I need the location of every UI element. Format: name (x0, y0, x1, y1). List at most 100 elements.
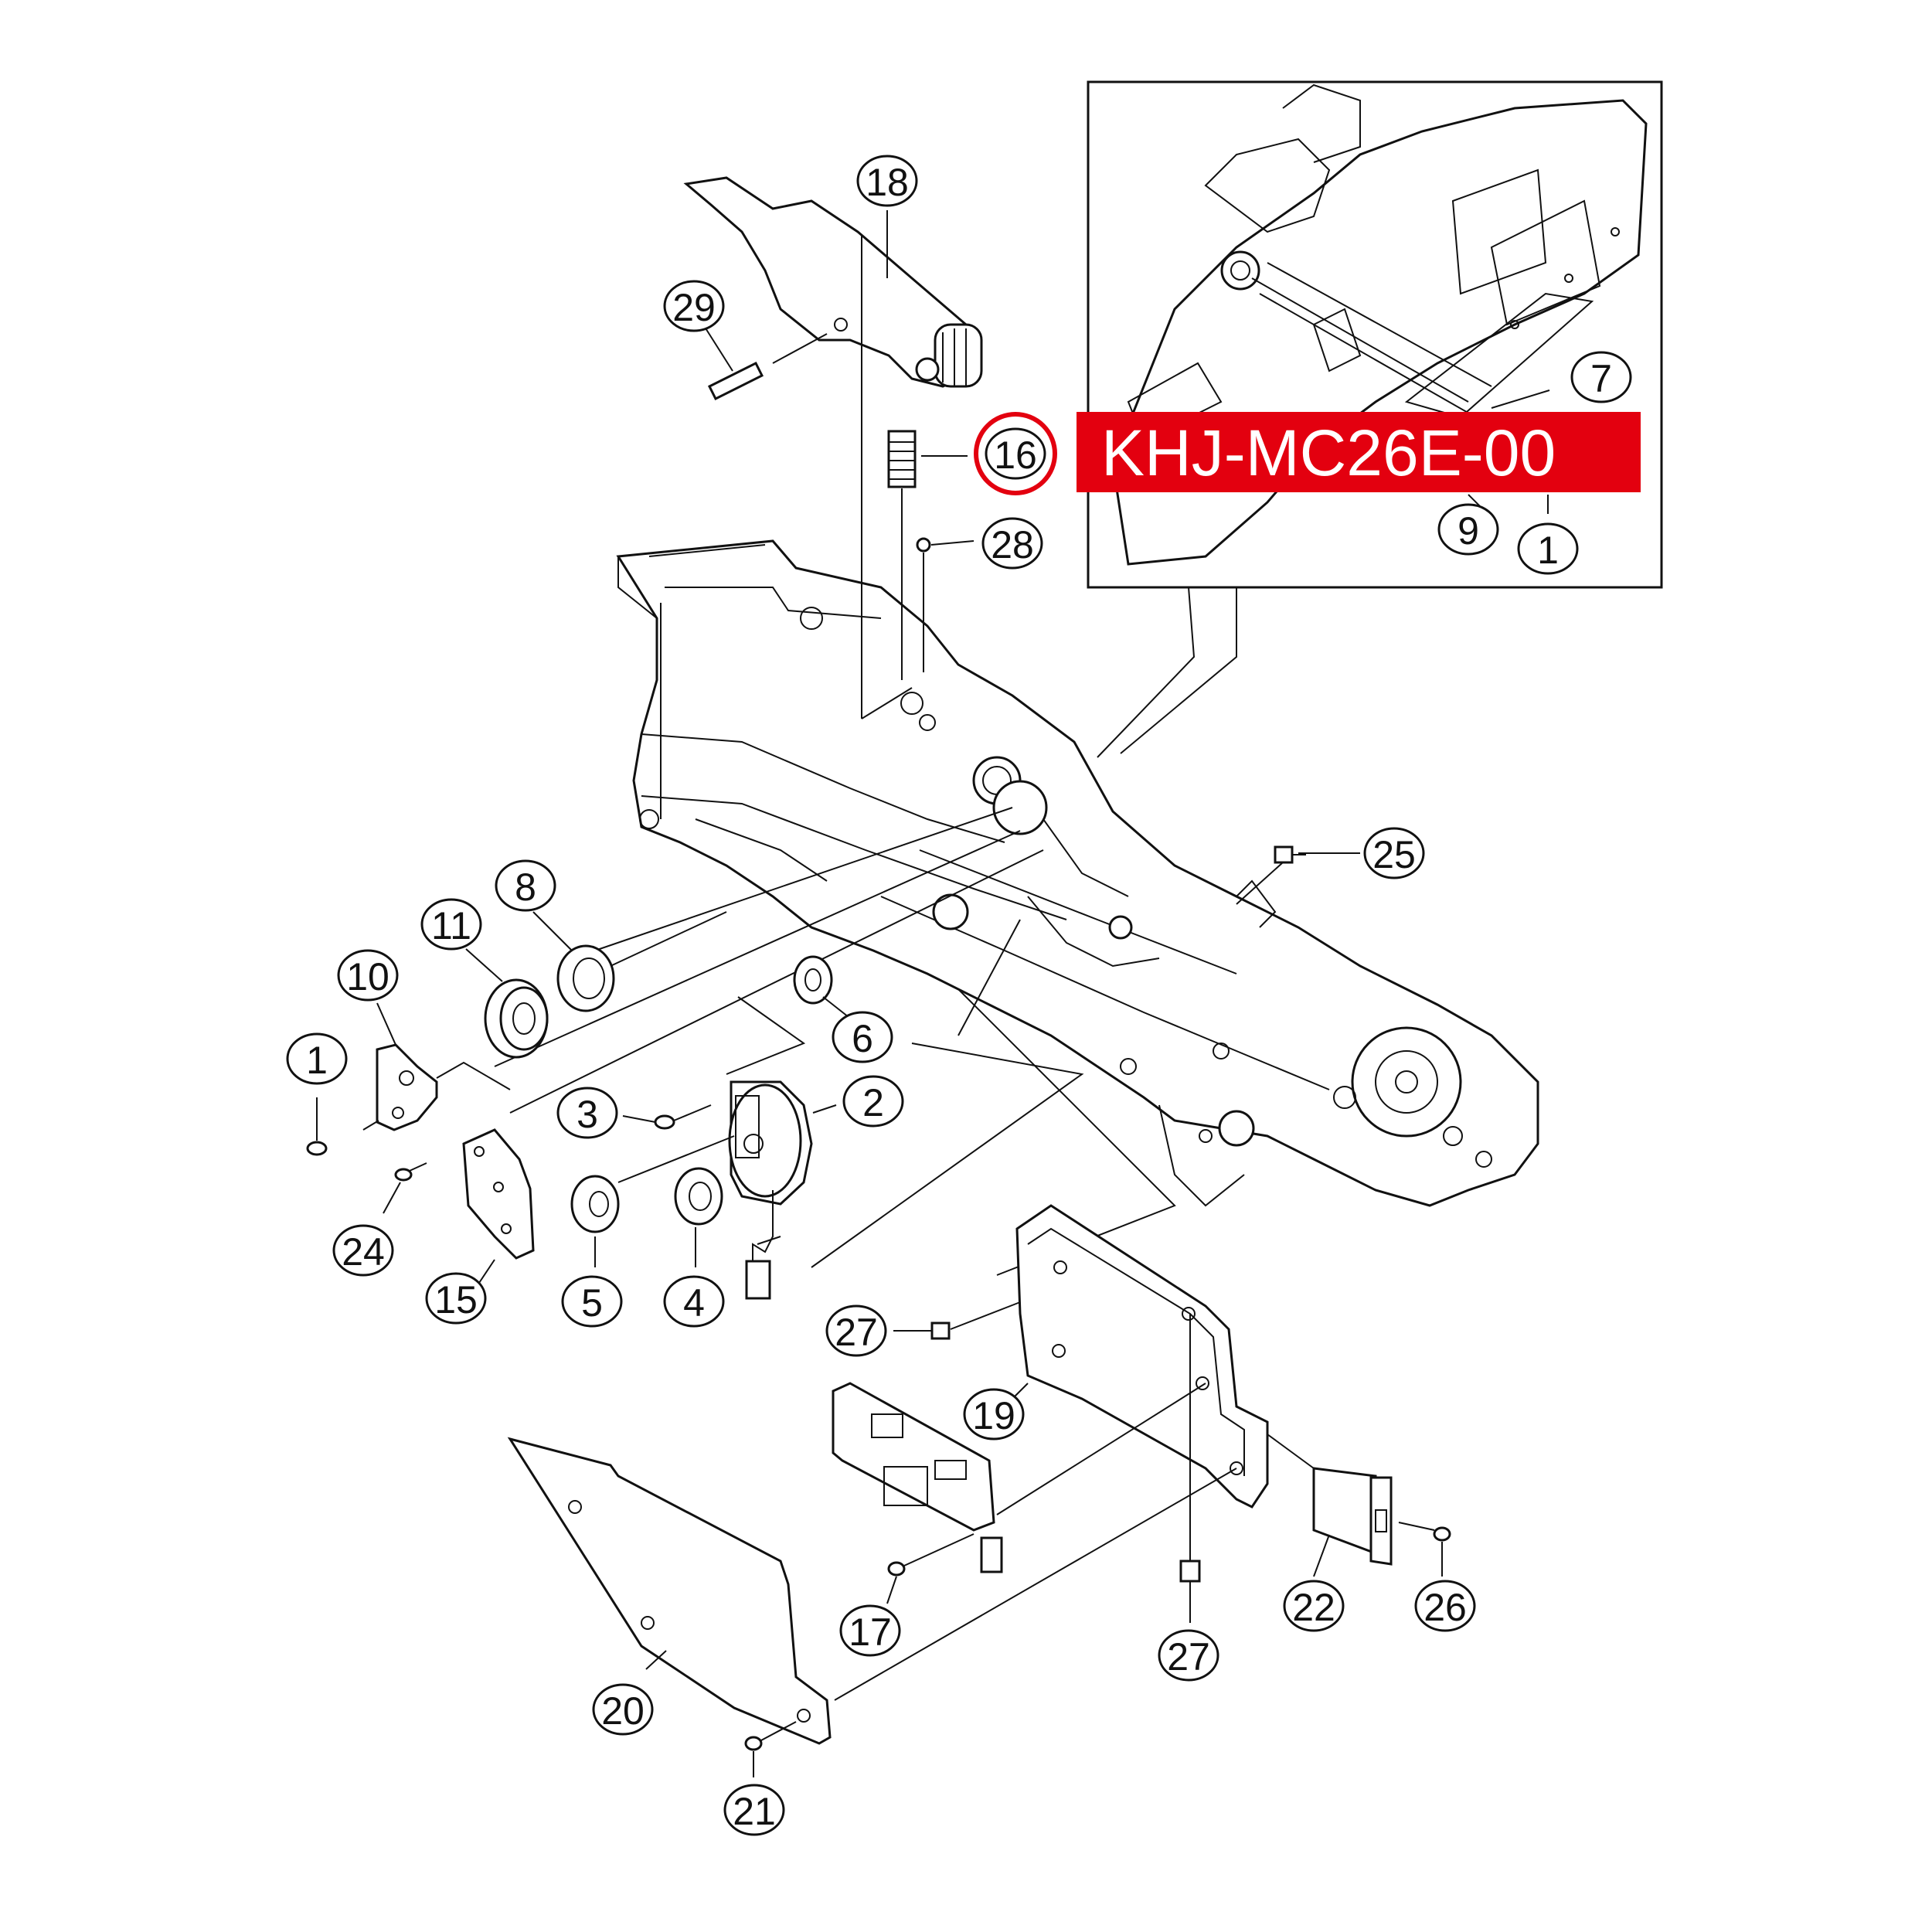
leader-17 (886, 1576, 897, 1604)
part-number-text: KHJ-MC26E-00 (1101, 417, 1556, 489)
callout-bubble (663, 1275, 725, 1328)
callout-bubble (556, 1087, 618, 1139)
callout-label: 27 (835, 1311, 878, 1354)
callout-bubble (963, 1388, 1025, 1440)
callout-bubble (842, 1075, 904, 1128)
part-17-screw (887, 1533, 975, 1577)
callout-bubble (1363, 827, 1425, 879)
leader-20 (645, 1650, 667, 1670)
callout-bubble (337, 949, 399, 1002)
callout-bubble (1517, 522, 1579, 575)
callout-26: 26 (1414, 1580, 1476, 1632)
callout-label: 6 (852, 1017, 873, 1060)
callout-18: 18 (856, 155, 918, 207)
part-6-gear (793, 955, 833, 1005)
motor-connector (745, 1236, 781, 1300)
callout-19: 19 (963, 1388, 1025, 1440)
callout-label: 24 (342, 1230, 385, 1274)
leader-22 (1313, 1534, 1330, 1577)
callout-label: 8 (515, 866, 536, 909)
callout-label: 16 (994, 434, 1037, 477)
leader-10 (376, 1002, 396, 1046)
part-25-screw (1236, 845, 1306, 905)
callout-label: 29 (672, 286, 716, 329)
callout-24: 24 (332, 1224, 394, 1277)
callout-bubble (1437, 503, 1499, 556)
part-27a-screw (930, 1301, 1021, 1340)
callout-label: 21 (733, 1790, 776, 1833)
callout-label: 2 (862, 1081, 884, 1124)
callout-1b: 1 (1517, 522, 1579, 575)
part-16-spring (887, 430, 917, 680)
callout-bubble (839, 1604, 901, 1657)
callout-1a: 1 (286, 1032, 348, 1085)
part-11-gear (484, 978, 549, 1059)
callout-bubble (981, 517, 1043, 570)
part-19-frame (1015, 1204, 1269, 1509)
part-5-gear (570, 1175, 620, 1233)
part-3-screw (622, 1104, 712, 1130)
callout-bubble (332, 1224, 394, 1277)
leader-28 (930, 540, 975, 546)
leader-6 (822, 996, 849, 1018)
part-4-gear (674, 1167, 723, 1226)
callout-9: 9 (1437, 503, 1499, 556)
callout-label: 20 (601, 1689, 645, 1733)
callout-label: 3 (577, 1093, 598, 1136)
part-1a-screw (306, 1097, 328, 1156)
callout-27b: 27 (1158, 1629, 1219, 1682)
part-28-ball (916, 537, 931, 672)
callout-label: 18 (866, 161, 909, 204)
part-27b-screw (1179, 1560, 1201, 1583)
callout-10: 10 (337, 949, 399, 1002)
callout-17: 17 (839, 1604, 901, 1657)
part-18-arm-lever (683, 176, 983, 388)
callout-bubble (663, 280, 725, 332)
callout-label: 22 (1292, 1586, 1335, 1629)
leader-2 (812, 1104, 837, 1114)
callout-5: 5 (561, 1275, 623, 1328)
callout-label: 4 (683, 1281, 705, 1325)
callout-label: 15 (434, 1278, 478, 1321)
callout-label: 25 (1372, 833, 1416, 876)
callout-11: 11 (420, 898, 482, 951)
inset-pointer-left (1097, 587, 1196, 758)
callout-layer: 1123456789101115161718192021222425262727… (286, 155, 1632, 1836)
callout-25: 25 (1363, 827, 1425, 879)
callout-bubble (985, 427, 1046, 480)
callout-bubble (420, 898, 482, 951)
inset-feeder-sketch (1111, 83, 1648, 566)
callout-27a: 27 (825, 1304, 887, 1357)
callout-bubble (856, 155, 918, 207)
callout-bubble (425, 1272, 487, 1325)
shaft-line-1 (594, 807, 1013, 951)
callout-bubble (561, 1275, 623, 1328)
callout-29: 29 (663, 280, 725, 332)
part-26-screw (1398, 1522, 1451, 1542)
pcb-board (832, 1382, 1003, 1573)
callout-label: 5 (581, 1281, 603, 1325)
inset-detail (1087, 80, 1663, 589)
shaft-line-3 (509, 849, 1044, 1114)
leader-29 (702, 324, 733, 372)
part-10-bracket (376, 1043, 438, 1131)
part-24-screw (394, 1162, 427, 1182)
leader-8 (532, 911, 573, 951)
callout-16: 16 (985, 427, 1046, 480)
inset-frame (1087, 80, 1663, 589)
callout-22: 22 (1283, 1580, 1345, 1632)
callout-4: 4 (663, 1275, 725, 1328)
callout-bubble (286, 1032, 348, 1085)
part-number-background (1077, 412, 1641, 492)
leader-11 (465, 948, 503, 982)
callout-bubble (592, 1683, 654, 1736)
callout-bubble (1283, 1580, 1345, 1632)
callout-7: 7 (1570, 351, 1632, 403)
inset-pointer-right (1120, 587, 1237, 754)
callout-28: 28 (981, 517, 1043, 570)
callout-bubble (1414, 1580, 1476, 1632)
part-22-connector (1267, 1434, 1393, 1566)
part-2-motor (728, 1080, 813, 1267)
leader-24 (383, 1182, 401, 1214)
callout-bubble (832, 1011, 893, 1063)
